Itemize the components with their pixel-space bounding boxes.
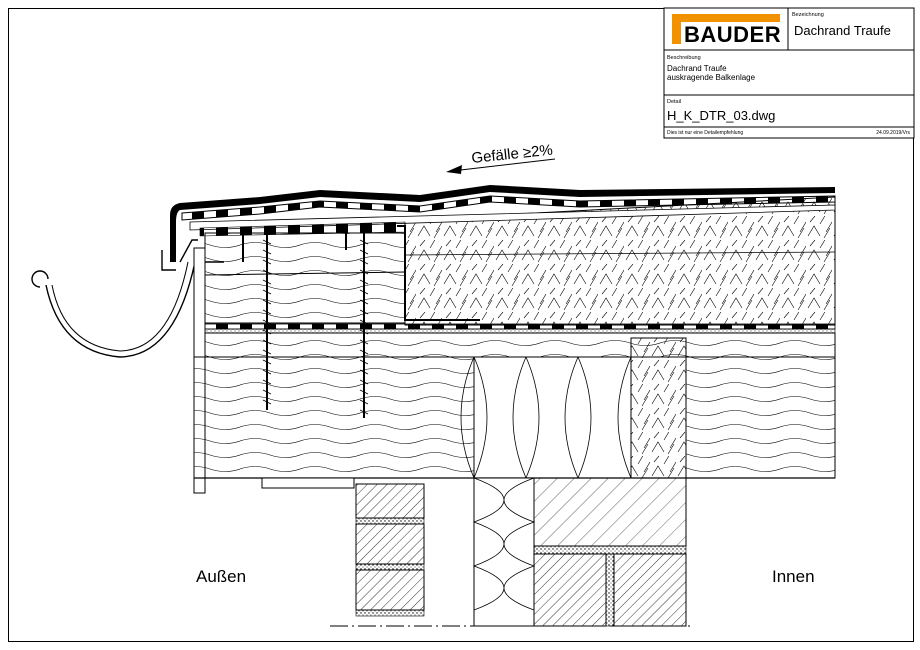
- wall-insulation: [472, 477, 536, 627]
- drawing-frame: [8, 8, 914, 642]
- beschreibung-line2: auskragende Balkenlage: [667, 73, 756, 82]
- logo-bar-top: [672, 14, 780, 22]
- slope-label: Gefälle ≥2%: [471, 142, 554, 167]
- detail-label: Detail: [667, 99, 681, 105]
- bauder-logo: BAUDER: [672, 14, 781, 47]
- main-beam-left: [193, 356, 475, 479]
- beschreibung-label: Beschreibung: [667, 55, 701, 61]
- slope-arrow-line: [451, 158, 556, 172]
- deck-layers: [204, 323, 836, 358]
- gutter-bead: [31, 270, 49, 288]
- slope-arrow-head: [446, 165, 462, 174]
- beschreibung-line1: Dachrand Traufe: [667, 64, 727, 73]
- main-beam-right: [685, 356, 836, 479]
- slope-annotation: Gefälle ≥2%: [446, 142, 556, 174]
- bezeichnung-value: Dachrand Traufe: [794, 23, 891, 38]
- outer-brick-wall: [355, 483, 425, 617]
- side-insulation: [630, 337, 687, 479]
- eaves-timber: [204, 225, 480, 324]
- inner-wall: [533, 477, 687, 627]
- gutter: [31, 239, 224, 358]
- footer-note: Dies ist nur eine Detailempfehlung: [667, 130, 743, 136]
- logo-bar-left: [672, 14, 681, 44]
- label-inside: Innen: [772, 567, 815, 586]
- top-membrane: [170, 185, 835, 262]
- footer-date: 24.09.2019/Vrs: [876, 130, 910, 136]
- edge-flashing: [397, 225, 480, 321]
- beam-insulation: [460, 337, 687, 479]
- second-membrane: [181, 195, 836, 221]
- bottom-batten: [261, 477, 355, 489]
- logo-text: BAUDER: [684, 22, 781, 47]
- title-block: BAUDER Bezeichnung Dachrand Traufe Besch…: [663, 7, 915, 139]
- roof-buildup: [170, 185, 836, 326]
- bezeichnung-label: Bezeichnung: [792, 12, 824, 18]
- detail-value: H_K_DTR_03.dwg: [667, 108, 775, 123]
- deck-boards: [204, 332, 836, 358]
- label-outside: Außen: [196, 567, 246, 586]
